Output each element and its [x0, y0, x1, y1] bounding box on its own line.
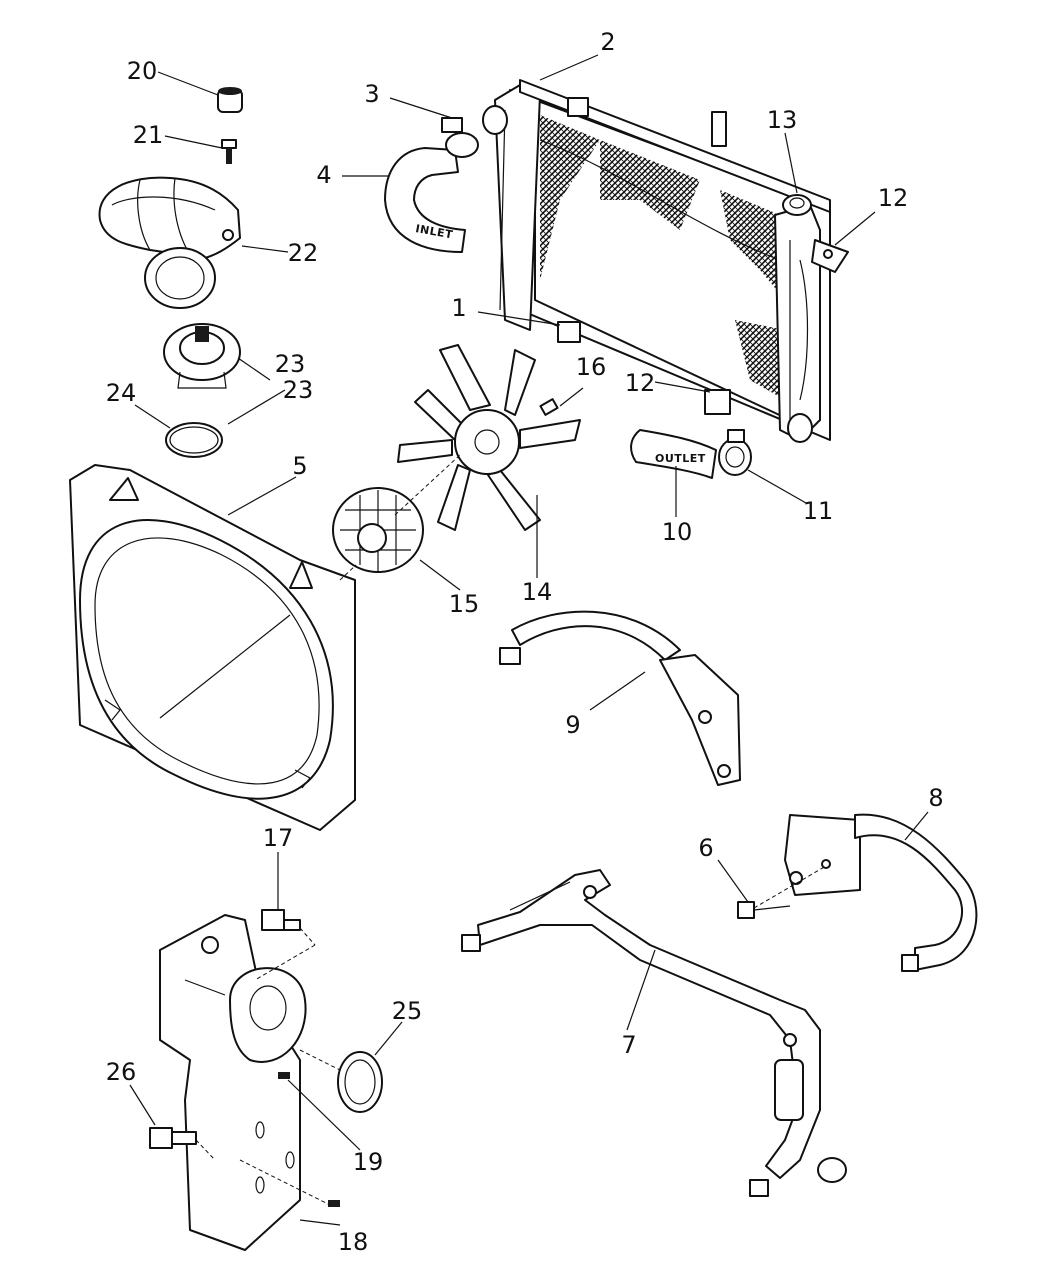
lower-radiator-hose: OUTLET	[630, 429, 717, 479]
callout-9: 9	[565, 711, 580, 739]
callout-4: 4	[316, 161, 331, 189]
tube-8	[784, 813, 978, 972]
callout-13: 13	[767, 106, 798, 134]
callout-20: 20	[127, 57, 158, 85]
hose-clamp-lower	[718, 429, 752, 476]
thermostat	[163, 323, 241, 389]
thermostat-housing-bolt	[221, 139, 237, 164]
thermostat-stud	[217, 87, 243, 113]
hose-clamp-upper	[441, 117, 479, 158]
callout-26: 26	[106, 1058, 137, 1086]
callout-12-lower: 12	[625, 369, 656, 397]
tube-9	[499, 610, 741, 786]
callout-24: 24	[106, 379, 137, 407]
callout-18: 18	[338, 1228, 369, 1256]
tube-7	[461, 869, 847, 1197]
leader-lines	[129, 54, 929, 1226]
radiator	[482, 79, 849, 443]
callout-7: 7	[621, 1031, 636, 1059]
callout-11: 11	[803, 497, 834, 525]
outlet-stamp: OUTLET	[655, 452, 706, 465]
callout-12-top: 12	[878, 184, 909, 212]
inlet-stamp: INLET	[414, 222, 454, 241]
callout-10: 10	[662, 518, 693, 546]
water-pump-bracket	[159, 914, 307, 1251]
callout-22: 22	[288, 239, 319, 267]
callout-14: 14	[522, 578, 553, 606]
thermostat-housing	[98, 176, 241, 309]
callout-labels: 1 2 3 4 5 6 7 8 9 10 11 12 12 13 14 15 1…	[106, 28, 944, 1256]
fan-blade	[397, 344, 581, 531]
tube-mount-bolt	[737, 865, 827, 919]
callout-19: 19	[353, 1148, 384, 1176]
water-pump-gasket	[299, 1049, 383, 1113]
callout-1: 1	[451, 294, 466, 322]
bracket-bolt-17	[254, 909, 316, 981]
callout-21: 21	[133, 121, 164, 149]
callout-16: 16	[576, 353, 607, 381]
callout-5: 5	[292, 452, 307, 480]
fan-bolt	[539, 398, 559, 416]
callout-3: 3	[364, 80, 379, 108]
upper-radiator-hose: INLET	[384, 147, 466, 253]
thermostat-gasket	[165, 422, 223, 458]
callout-23-thermostat: 23	[275, 350, 306, 378]
fan-clutch	[332, 454, 461, 581]
callout-25: 25	[392, 997, 423, 1025]
fan-shroud	[69, 464, 356, 831]
dowel-pin	[239, 1072, 340, 1207]
callout-6: 6	[698, 834, 713, 862]
bracket-bolt-26	[149, 1127, 216, 1161]
callout-23-gasket: 23	[283, 376, 314, 404]
callout-8: 8	[928, 784, 943, 812]
callout-17: 17	[263, 824, 294, 852]
callout-15: 15	[449, 590, 480, 618]
callout-2: 2	[600, 28, 615, 56]
